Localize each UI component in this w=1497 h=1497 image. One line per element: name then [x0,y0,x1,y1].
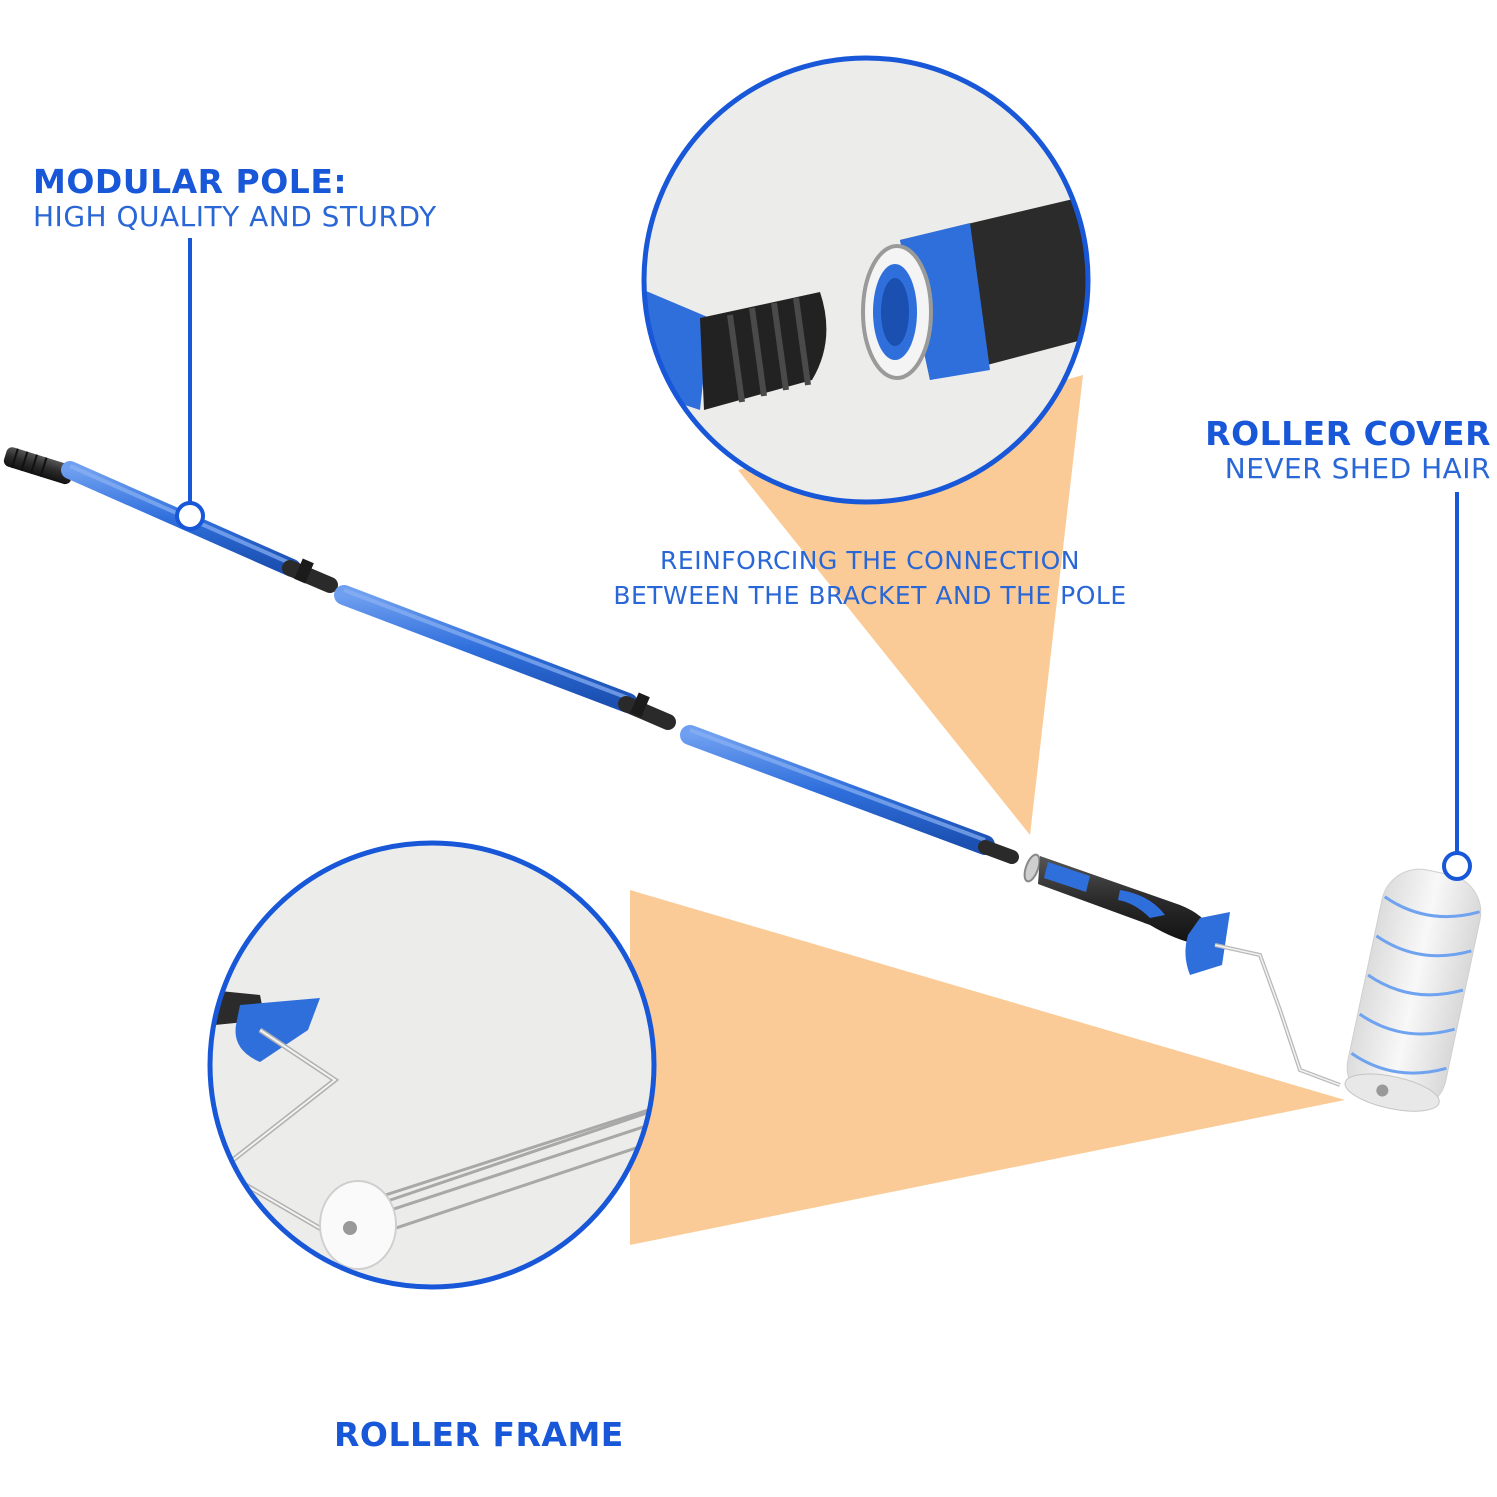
connection-line-2: BETWEEN THE BRACKET AND THE POLE [613,581,1127,610]
roller-frame-title: ROLLER FRAME [334,1415,624,1454]
callout-roller-cover-pointer [1442,492,1472,881]
magnify-beam-bottom [630,890,1345,1245]
modular-pole-subtitle: HIGH QUALITY AND STURDY [33,199,437,233]
roller-cover-callout: ROLLER COVER NEVER SHED HAIR [1205,415,1491,485]
connection-detail-circle [641,55,1091,505]
modular-pole-callout: MODULAR POLE: HIGH QUALITY AND STURDY [33,163,437,233]
modular-pole [3,447,1019,864]
modular-pole-title: MODULAR POLE: [33,162,348,201]
roller-cover-subtitle: NEVER SHED HAIR [1224,451,1491,485]
callout-modular-pole-pointer [175,238,205,531]
roller-cover-title: ROLLER COVER [1205,414,1491,453]
roller-assembly [1023,853,1482,1112]
connection-callout: REINFORCING THE CONNECTION BETWEEN THE B… [560,543,1180,613]
connection-line-1: REINFORCING THE CONNECTION [660,546,1080,575]
roller-frame-detail-circle [207,840,657,1290]
